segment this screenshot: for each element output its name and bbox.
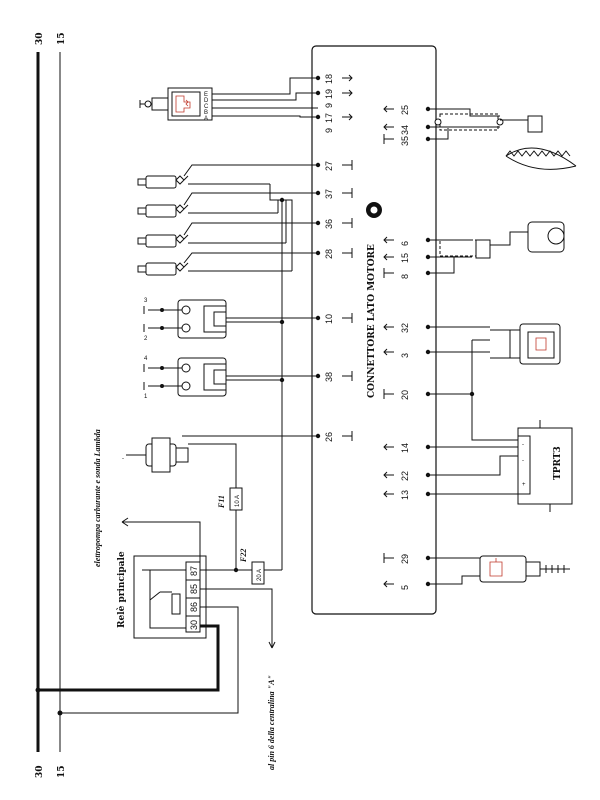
connector-label: CONNETTORE LATO MOTORE — [367, 244, 377, 398]
brand-logo-icon — [366, 202, 382, 218]
fuse-f11: 10 A F11 — [217, 487, 243, 570]
cylinder-number: 4 — [144, 356, 148, 362]
pin-label: 14 — [400, 443, 410, 453]
fuse-body — [251, 561, 265, 585]
pin-label: 32 — [400, 323, 410, 333]
relay-pin: 87 — [189, 566, 199, 576]
svg-text:-: - — [122, 456, 124, 462]
sign-label: - — [522, 458, 524, 464]
pin-arrows — [383, 105, 394, 588]
pin-label: 28 — [324, 249, 334, 259]
rail-15-label-bottom: 15 — [57, 765, 67, 778]
pin-label: 27 — [324, 161, 334, 171]
ignition-coils: 3 2 4 1 — [143, 298, 318, 400]
terminal-letter: B — [204, 110, 208, 116]
cylinder-number: 3 — [144, 298, 148, 304]
pin-label: 35 — [400, 136, 410, 146]
pin-label: 17 — [324, 113, 334, 123]
crank-sensor — [428, 108, 577, 170]
pin-label: 22 — [400, 471, 410, 481]
fuse-f22: 20 A F22 — [239, 549, 282, 585]
ecu-box: CONNETTORE LATO MOTORE — [311, 45, 437, 615]
ecu-left-pins: 18 19 17 9 9 27 37 36 28 10 38 26 — [315, 74, 353, 442]
cylinder-number: 2 — [144, 336, 148, 342]
svg-text:9: 9 — [324, 103, 334, 108]
fuse-rating: 20 A — [257, 569, 263, 581]
rail-30-label-bottom: 30 — [35, 765, 45, 778]
pin-label: 10 — [324, 314, 334, 324]
injector — [137, 175, 189, 189]
fuse-name: F11 — [217, 495, 226, 509]
pin-label: 38 — [324, 372, 334, 382]
ecu-outline — [311, 45, 437, 615]
pin6-note: al pin 6 della centralina "A" — [267, 675, 276, 770]
supply-bus — [233, 184, 293, 573]
pin-label: 29 — [400, 554, 410, 564]
rail-15-label-top: 15 — [57, 32, 67, 45]
terminal-letter: A — [204, 116, 208, 122]
sign-label: - — [522, 442, 524, 448]
relay-pin: 30 — [189, 620, 199, 630]
relay-pin: 86 — [189, 602, 199, 612]
pin-label: 26 — [324, 432, 334, 442]
pin-label: 25 — [400, 105, 410, 115]
pin-label: 18 — [324, 74, 334, 84]
pin-arrows — [342, 74, 353, 441]
injector — [137, 262, 189, 276]
pin-label: 37 — [324, 189, 334, 199]
throttle-sensor — [428, 221, 565, 274]
fuse-name: F22 — [239, 549, 248, 563]
air-sensor: E D C B A — [139, 77, 318, 122]
pin-label: 15 — [400, 253, 410, 263]
terminal-letter: D — [204, 98, 209, 104]
module-label: TPRT3 — [553, 446, 563, 480]
power-rails: 30 15 30 15 — [35, 32, 67, 778]
pin-label: 3 — [400, 353, 410, 358]
ecu-right-pins: 25 34 35 6 15 8 32 3 20 14 22 13 29 5 — [383, 105, 431, 590]
idle-actuator: - — [122, 435, 318, 488]
pin-label: 6 — [400, 241, 410, 246]
terminal-letter: E — [204, 92, 208, 98]
pin-label: 8 — [400, 274, 410, 279]
pin-label: 34 — [400, 125, 410, 135]
pin-label: 5 — [400, 585, 410, 590]
main-relay: 87 85 86 30 Relè principale — [38, 517, 276, 714]
pin-label: 19 — [324, 89, 334, 99]
rail-30-label-top: 30 — [35, 32, 45, 45]
cylinder-number: 1 — [144, 394, 148, 400]
ignition-coil: 4 1 — [143, 356, 227, 400]
pressure-sensor — [428, 323, 561, 365]
fuel-pump-note: elettropompa carburante e sonda Lambda — [93, 429, 102, 567]
lambda-sensor — [428, 555, 570, 585]
pin-label: 20 — [400, 390, 410, 400]
injector — [137, 234, 189, 248]
ignition-module: - - + TPRT3 — [428, 420, 573, 512]
ignition-coil: 3 2 — [143, 298, 227, 342]
pin-label: 13 — [400, 490, 410, 500]
relay-pin: 85 — [189, 584, 199, 594]
injectors — [137, 164, 318, 276]
injector — [137, 204, 189, 218]
svg-text:9: 9 — [324, 128, 334, 133]
sign-label: + — [522, 482, 526, 488]
pin-label: 36 — [324, 219, 334, 229]
relay-title: Relè principale — [116, 551, 127, 628]
fuse-rating: 10 A — [235, 495, 241, 507]
terminal-letter: C — [204, 104, 209, 110]
